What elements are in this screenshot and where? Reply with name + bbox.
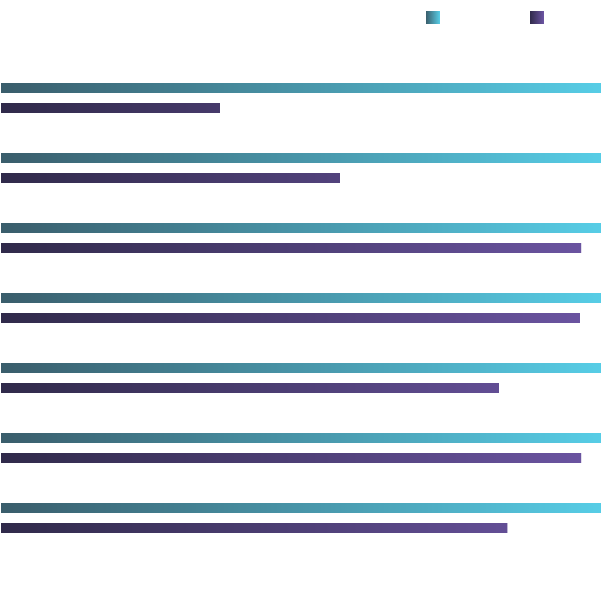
bar-series-1-row-5: [1, 363, 601, 373]
bar-series-1-row-1: [1, 83, 601, 93]
bar-series-2-row-4: [1, 313, 580, 323]
legend-swatch-series-1: [426, 11, 440, 24]
bar-series-1-row-7: [1, 503, 601, 513]
bar-series-2-row-7: [1, 523, 508, 533]
legend-swatch-series-2: [530, 11, 544, 24]
bar-series-2-row-5: [1, 383, 499, 393]
bar-series-1-row-4: [1, 293, 601, 303]
bar-series-1-row-3: [1, 223, 601, 233]
bar-series-2-row-6: [1, 453, 582, 463]
bar-series-2-row-1: [1, 103, 220, 113]
bars: [1, 83, 601, 533]
bar-series-1-row-2: [1, 153, 601, 163]
bar-series-1-row-6: [1, 433, 601, 443]
bar-series-2-row-3: [1, 243, 582, 253]
bar-series-2-row-2: [1, 173, 340, 183]
legend: [426, 11, 544, 24]
